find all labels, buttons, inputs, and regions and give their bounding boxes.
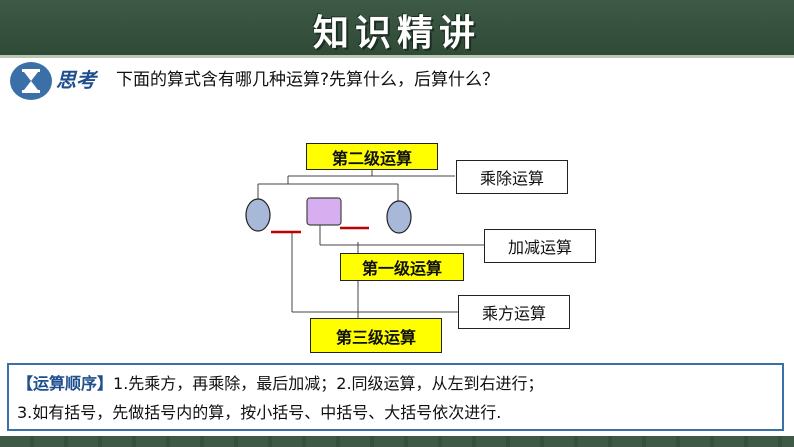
question-text: 下面的算式含有哪几种运算?先算什么，后算什么？ xyxy=(116,70,500,90)
oval-left xyxy=(245,198,271,232)
level2-box: 第二级运算 xyxy=(306,143,438,170)
footer-bar xyxy=(0,436,794,447)
order-rules-box: 【运算顺序】1.先乘方，再乘除，最后加减；2.同级运算，从左到右进行； 3.如有… xyxy=(7,363,784,431)
order-line-1: 【运算顺序】1.先乘方，再乘除，最后加减；2.同级运算，从左到右进行； xyxy=(17,369,774,398)
header-stripe xyxy=(0,55,794,58)
muldiv-box: 乘除运算 xyxy=(456,160,568,194)
think-label: 思考 xyxy=(56,68,96,92)
order-line-2: 3.如有括号，先做括号内的算，按小括号、中括号、大括号依次进行. xyxy=(17,403,502,422)
power-box: 乘方运算 xyxy=(458,295,570,329)
level3-box: 第三级运算 xyxy=(310,318,442,353)
order-rule-1: 1.先乘方，再乘除，最后加减；2.同级运算，从左到右进行； xyxy=(113,374,544,393)
addsub-box: 加减运算 xyxy=(484,229,596,263)
order-heading: 【运算顺序】 xyxy=(17,374,114,393)
rect-center xyxy=(306,197,342,226)
page-title: 知识精讲 xyxy=(312,12,481,54)
level1-box: 第一级运算 xyxy=(340,253,464,281)
oval-right xyxy=(386,200,412,234)
hourglass-icon xyxy=(10,62,52,100)
header-bar xyxy=(0,0,794,55)
